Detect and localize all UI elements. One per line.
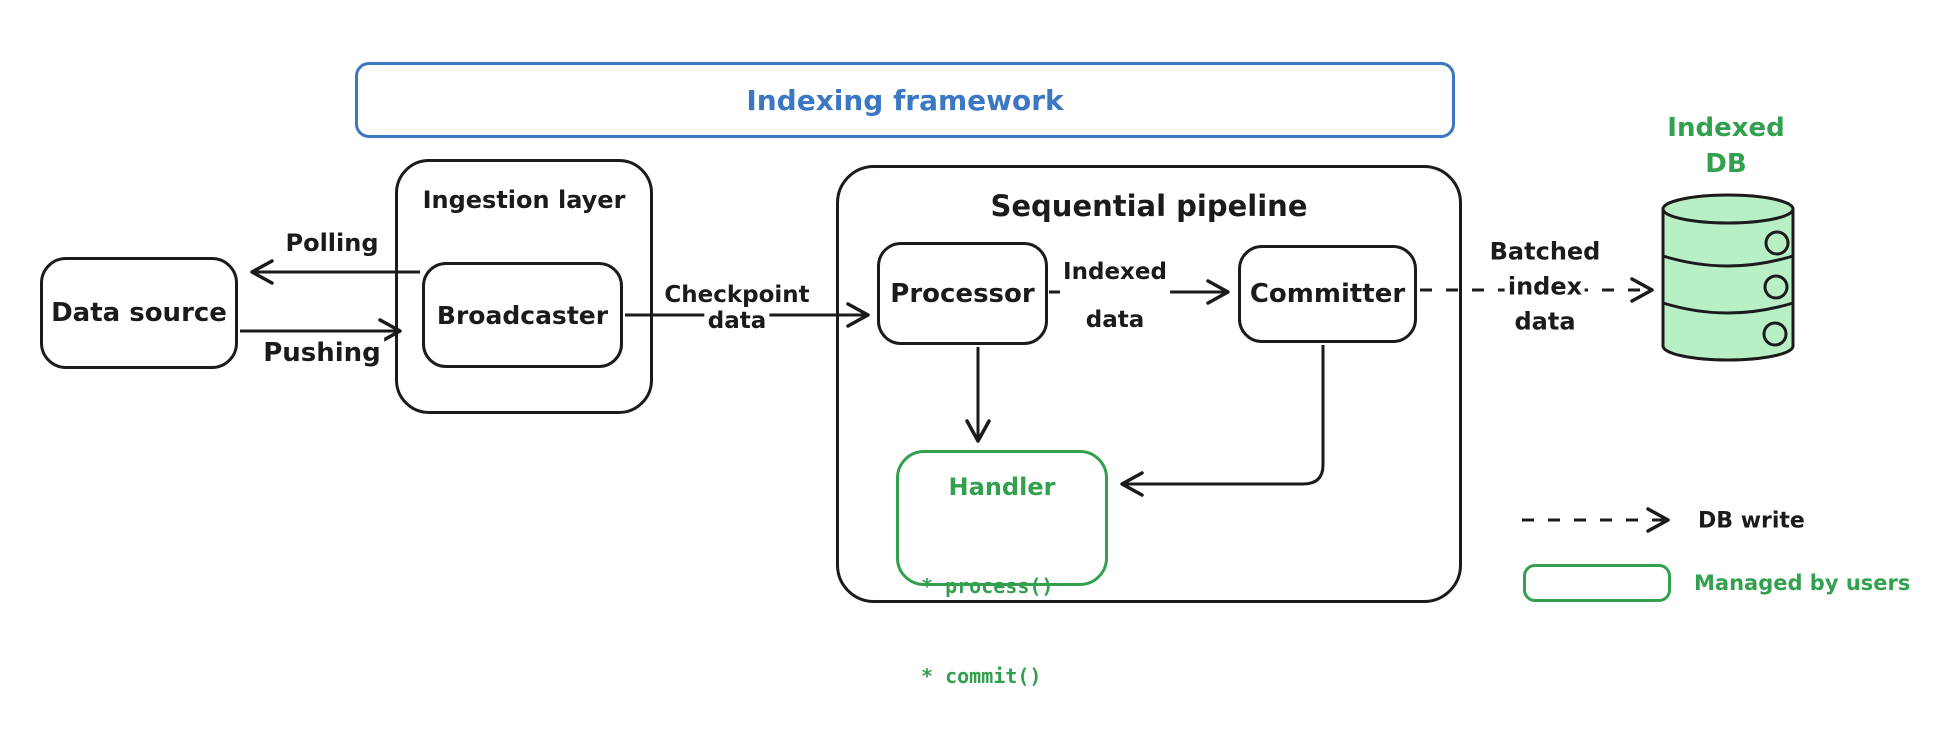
checkpoint-data-edge-label: Checkpoint data	[661, 282, 813, 334]
handler-node: Handler * process() * commit()	[896, 450, 1108, 688]
database-icon	[1661, 193, 1795, 362]
data-source-node: Data source	[40, 257, 238, 369]
legend-managed-by-users-label: Managed by users	[1694, 571, 1911, 595]
handler-method-commit: * commit()	[921, 664, 1042, 688]
indexing-framework-title: Indexing framework	[746, 83, 1064, 117]
indexed-db-label: Indexed DB	[1664, 110, 1788, 182]
processor-node: Processor	[877, 242, 1048, 345]
data-source-label: Data source	[51, 298, 227, 328]
legend-db-write-label: DB write	[1698, 508, 1805, 534]
ingestion-layer-container: Ingestion layer Broadcaster	[395, 159, 653, 414]
pushing-edge-label: Pushing	[260, 338, 384, 368]
committer-label: Committer	[1249, 279, 1406, 309]
sequential-pipeline-container: Sequential pipeline Processor Committer …	[836, 165, 1462, 688]
polling-edge-label: Polling	[282, 229, 382, 257]
handler-title: Handler	[948, 473, 1056, 501]
indexed-data-edge-label: Indexed data	[1060, 248, 1170, 344]
committer-node: Committer	[1238, 245, 1417, 343]
broadcaster-label: Broadcaster	[436, 300, 609, 330]
ingestion-layer-title: Ingestion layer	[422, 186, 626, 214]
broadcaster-node: Broadcaster	[422, 262, 623, 368]
indexing-framework-box: Indexing framework	[355, 62, 1455, 138]
batched-index-edge-label: Batched index data	[1486, 234, 1604, 340]
handler-method-process: * process()	[921, 574, 1054, 598]
processor-label: Processor	[890, 278, 1035, 309]
sequential-pipeline-title: Sequential pipeline	[990, 189, 1308, 223]
legend-managed-swatch	[1523, 564, 1671, 602]
